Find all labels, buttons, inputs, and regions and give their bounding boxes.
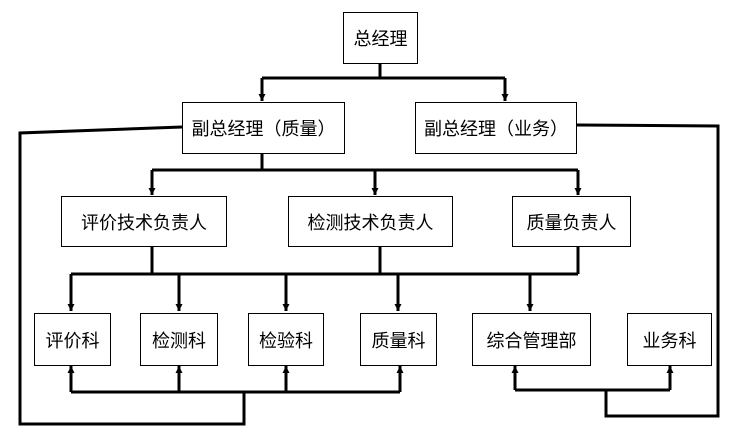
eval-dept-box: 评价科 <box>34 313 111 366</box>
eval-tech-lead-box: 评价技术负责人 <box>61 196 227 247</box>
test-tech-lead-box: 检测技术负责人 <box>288 196 453 247</box>
inspect-dept-box: 检验科 <box>248 313 324 366</box>
vp-business-box: 副总经理（业务） <box>415 102 577 154</box>
business-dept-box: 业务科 <box>627 313 712 366</box>
test-dept-box: 检测科 <box>140 313 218 366</box>
admin-dept-box: 综合管理部 <box>472 313 591 366</box>
quality-lead-box: 质量负责人 <box>512 196 631 247</box>
quality-dept-box: 质量科 <box>360 313 437 366</box>
vp-quality-box: 副总经理（质量） <box>182 102 345 154</box>
general-manager-box: 总经理 <box>343 12 418 64</box>
